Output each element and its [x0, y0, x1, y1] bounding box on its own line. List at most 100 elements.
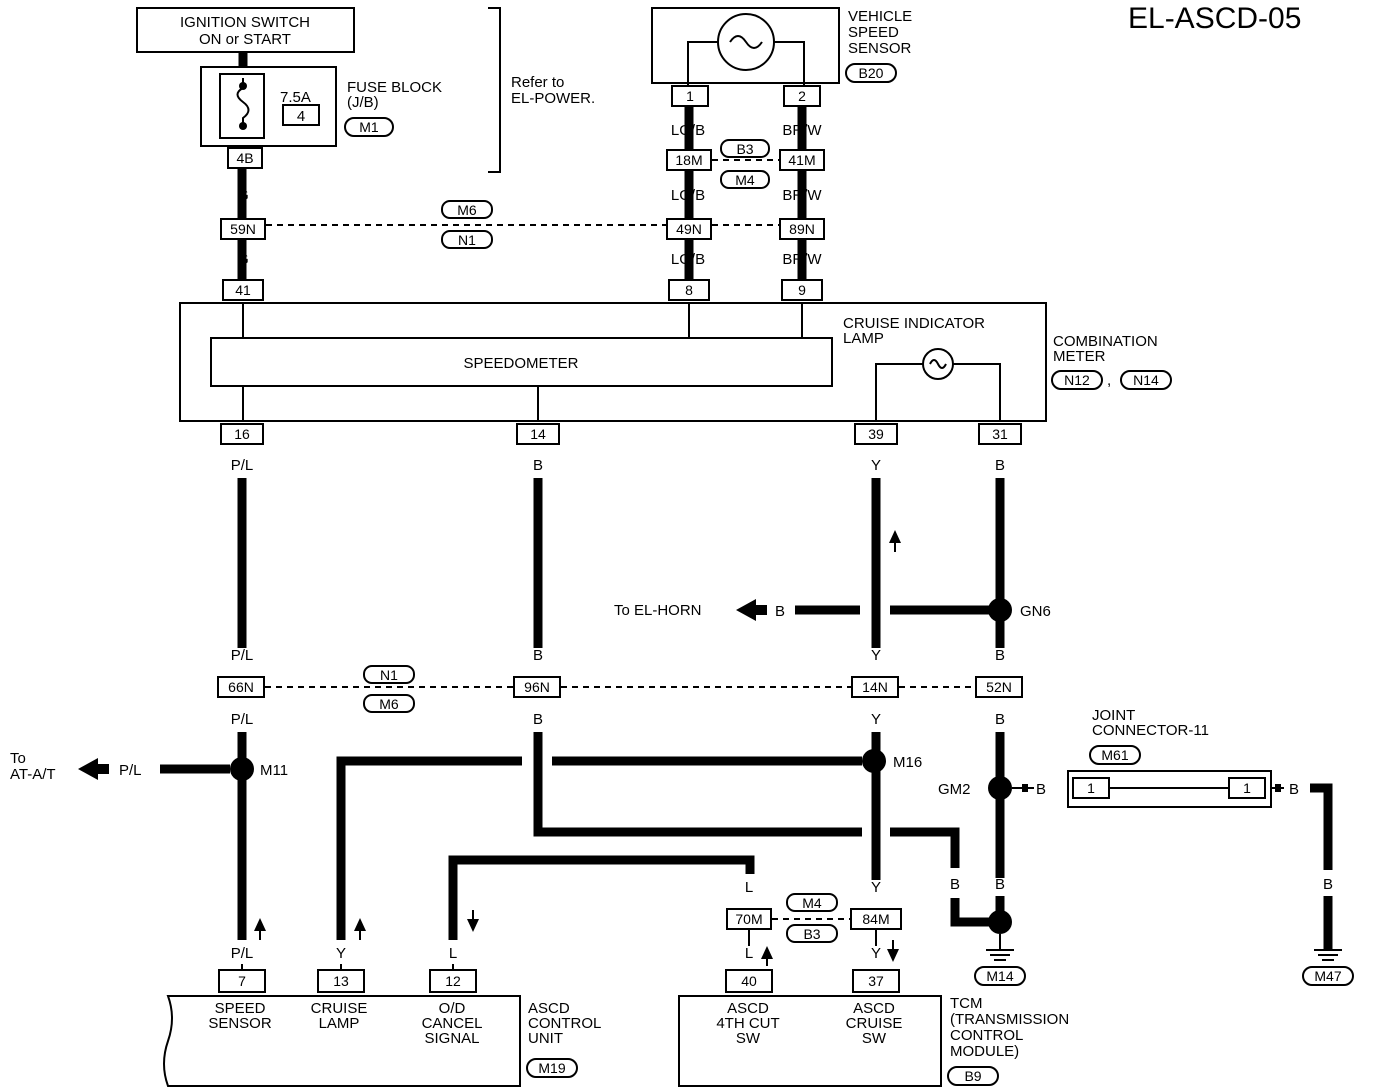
od-signal-wire [448, 855, 755, 940]
combination-meter-label-2: METER [1053, 348, 1106, 365]
arrow-up-speed-icon [254, 918, 266, 931]
wire-l-1: L [745, 879, 753, 896]
connector-59n-label: 59N [230, 221, 256, 237]
wire-b-gnd-1: B [950, 876, 960, 893]
m47-wire-upper [1310, 783, 1333, 870]
connector-70m-label: 70M [735, 911, 762, 927]
fuse-block-label-2: (J/B) [347, 94, 379, 111]
fuse-pin-box [227, 147, 263, 169]
ascd-unit-label-2: CONTROL [528, 1015, 601, 1032]
vehicle-speed-sensor [651, 7, 840, 84]
ascd-cruise-sw-label-1: ASCD [853, 1000, 895, 1017]
connector-52n [975, 676, 1023, 698]
ignition-label-2: ON or START [199, 31, 291, 48]
splice-gm2 [988, 776, 1012, 800]
badge-m14 [974, 966, 1026, 986]
speed-sensor-label-2: SENSOR [208, 1015, 272, 1032]
connector-52n-label: 52N [986, 679, 1012, 695]
ascd-pin12: 12 [445, 973, 461, 989]
fuse-terminal-top [239, 82, 247, 90]
wire-g-2: G [237, 251, 249, 268]
b-ground-wire-b [890, 827, 960, 868]
arrow-down-od-icon [467, 919, 479, 932]
meter-pin9: 9 [798, 282, 806, 298]
fuse-block-label-1: FUSE BLOCK [347, 79, 442, 96]
joint-pin-right: 1 [1243, 780, 1251, 796]
badge-b3 [720, 139, 770, 158]
joint-pin-left: 1 [1087, 780, 1095, 796]
badge-m6-top-label: M6 [457, 202, 477, 218]
badge-n1-mid-label: N1 [380, 667, 398, 683]
tcm-label-2: (TRANSMISSION [950, 1011, 1069, 1028]
splice-m11 [230, 757, 254, 781]
connector-59n [220, 218, 266, 240]
vss-label-3: SENSOR [848, 40, 912, 57]
fuse-terminal-bottom [239, 122, 247, 130]
connector-96n [513, 676, 561, 698]
vss-label-1: VEHICLE [848, 8, 912, 25]
splice-gn6-label: GN6 [1020, 603, 1051, 620]
connector-66n [217, 676, 265, 698]
badge-m47 [1302, 966, 1354, 986]
b-ground-wire-c [950, 898, 990, 927]
tcm-pin40-box [725, 969, 773, 993]
arrow-left-icon [736, 599, 756, 621]
gm2-joint-dot [1022, 784, 1028, 792]
fuse-pin: 4B [236, 150, 253, 166]
wire-l-2: L [745, 945, 753, 962]
wire-b-5: B [533, 711, 543, 728]
to-at-label-2: AT-A/T [10, 766, 56, 783]
badge-m4-label: M4 [735, 172, 755, 188]
wire-g-1: G [237, 187, 249, 204]
badge-n1-top-label: N1 [458, 232, 476, 248]
meter-pin39-box [854, 423, 898, 445]
wire-pl-at: P/L [119, 762, 142, 779]
badge-n1-mid [363, 665, 415, 684]
meter-pin41: 41 [235, 282, 251, 298]
fuse-rating: 7.5A [280, 89, 311, 106]
tcm [678, 995, 942, 1087]
wire-b-m47: B [1289, 781, 1299, 798]
connector-18m-label: 18M [675, 152, 702, 168]
connector-41m [779, 149, 825, 171]
wire-l-3: L [449, 945, 457, 962]
od-cancel-label-2: CANCEL [422, 1015, 483, 1032]
wire-pl-2: P/L [231, 647, 254, 664]
arrow-up-icon [889, 530, 901, 543]
vss-pin1: 1 [686, 88, 694, 104]
cruise-lamp-label-2: LAMP [319, 1015, 360, 1032]
fuse-housing [219, 73, 265, 139]
ascd-control-unit [163, 995, 521, 1087]
connector-14n [851, 676, 899, 698]
wire-b-2: B [995, 457, 1005, 474]
to-el-horn: To EL-HORN [614, 602, 702, 619]
badge-n14 [1120, 370, 1172, 390]
ignition-label-1: IGNITION SWITCH [180, 14, 310, 31]
meter-pin16-box [220, 423, 264, 445]
refer-label-1: Refer to [511, 74, 564, 91]
meter-pin8: 8 [685, 282, 693, 298]
joint-label-1: JOINT [1092, 707, 1135, 724]
badge-b3-low [786, 924, 838, 943]
tcm-label-4: MODULE) [950, 1043, 1019, 1060]
meter-pin8-box [668, 279, 710, 301]
ground-splice-m14 [988, 910, 1012, 934]
wire-b-joint: B [1036, 781, 1046, 798]
tcm-pin37: 37 [868, 973, 884, 989]
diagram-title: EL-ASCD-05 [1128, 2, 1301, 35]
meter-pin14: 14 [530, 426, 546, 442]
fuse-number: 4 [297, 108, 305, 125]
badge-b3-low-label: B3 [803, 926, 820, 942]
connector-49n-label: 49N [676, 221, 702, 237]
arrow-up-lamp-icon [354, 918, 366, 931]
wire-y-1: Y [871, 457, 881, 474]
wire-lgb-3: LG/B [671, 251, 705, 268]
connector-96n-label: 96N [524, 679, 550, 695]
meter-pin16: 16 [234, 426, 250, 442]
connector-18m [666, 149, 712, 171]
wire-b-6: B [995, 711, 1005, 728]
badge-m14-label: M14 [986, 968, 1013, 984]
tcm-label-1: TCM [950, 995, 983, 1012]
splice-gm2-label: GM2 [938, 781, 971, 798]
